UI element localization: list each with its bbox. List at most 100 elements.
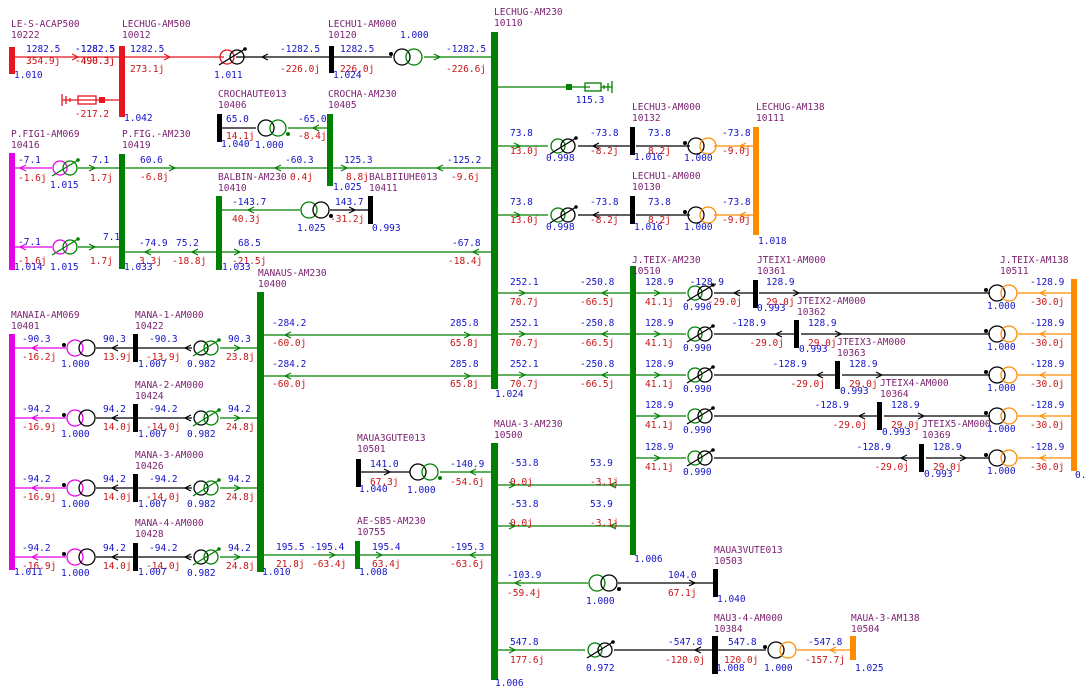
tap-arrow — [549, 137, 577, 155]
bus-number-jteix1: 10361 — [757, 266, 786, 277]
polarity-dot — [389, 52, 393, 56]
mvar-label: -1.6j — [18, 173, 47, 184]
mvar-label: -66.5j — [580, 379, 614, 390]
mw-label: -125.2 — [447, 155, 481, 166]
bus-voltage-maua34: 1.008 — [716, 663, 745, 674]
mw-label: 60.6 — [140, 155, 163, 166]
mvar-label: -3.1j — [590, 518, 619, 529]
bus-name-pfig230: P.FIG.-AM230 — [122, 129, 191, 140]
transformer-icon — [300, 201, 333, 219]
tap-label: 1.000 — [987, 424, 1016, 435]
tap-label: 1.000 — [61, 499, 90, 510]
bus-name-mana69: MANAIA-AM069 — [11, 310, 80, 321]
winding-2 — [312, 201, 330, 219]
mw-label: 128.9 — [933, 442, 962, 453]
mvar-label: 120.0j — [724, 655, 758, 666]
tap-label: 0.998 — [546, 153, 575, 164]
winding-2 — [779, 641, 797, 659]
flow-arrow — [600, 371, 609, 379]
bus-bar-mana4 — [133, 543, 138, 571]
flow-arrow — [513, 211, 522, 219]
winding-2 — [78, 479, 96, 497]
mw-label: -53.8 — [510, 499, 539, 510]
mw-label: 1282.5 — [130, 44, 164, 55]
winding-1 — [687, 285, 703, 301]
bus-number-maua138: 10504 — [851, 624, 880, 635]
mvar-label: -18.4j — [448, 256, 482, 267]
mvar-label: 14.0j — [103, 492, 132, 503]
bus-number-aesb5: 10755 — [357, 527, 386, 538]
mvar-label: 273.1j — [130, 64, 164, 75]
mw-label: -73.8 — [722, 197, 751, 208]
winding-2 — [597, 642, 613, 658]
flow-arrow — [653, 454, 662, 462]
mvar-label: -226.6j — [446, 64, 486, 75]
flow-arrow — [340, 164, 349, 172]
mw-label: 73.8 — [648, 197, 671, 208]
mvar-label: -14.0j — [146, 422, 180, 433]
bus-number-lech500: 10012 — [122, 30, 151, 41]
mvar-label: -217.2 — [75, 109, 109, 120]
winding-1 — [767, 641, 785, 659]
bus-name-mauagute: MAUA3GUTE013 — [357, 433, 426, 444]
winding-1 — [52, 239, 68, 255]
transformer-icon — [588, 574, 621, 592]
bus-name-balbin: BALBIN-AM230 — [218, 172, 287, 183]
bus-bar-jteix138 — [1071, 279, 1077, 471]
bus-voltage-lech230: 1.024 — [495, 389, 524, 400]
bus-bar-jteix2 — [794, 320, 799, 348]
tap-dot — [711, 406, 715, 410]
tap-arrow — [192, 479, 220, 497]
transformer-icon — [257, 119, 290, 137]
mvar-label: 29.0j — [849, 379, 878, 390]
polarity-dot — [683, 210, 687, 214]
tap-label: 1.011 — [214, 70, 243, 81]
bus-voltage-lech138: 1.018 — [758, 236, 787, 247]
bus-number-mana4: 10428 — [135, 529, 164, 540]
winding-1 — [988, 325, 1006, 343]
mw-label: 90.3 — [103, 334, 126, 345]
mw-label: 53.9 — [590, 499, 613, 510]
tap-dot — [711, 283, 715, 287]
bus-name-lescap: LE-S-ACAP500 — [11, 19, 80, 30]
mw-label: -128.9 — [857, 442, 892, 453]
bus-bar-mauagute — [356, 459, 361, 487]
winding-1 — [193, 340, 209, 356]
mw-label: -94.2 — [149, 474, 178, 485]
bus-number-balbin: 10410 — [218, 183, 247, 194]
bus-number-pfig69: 10416 — [11, 140, 40, 151]
flow-arrow — [600, 330, 609, 338]
tap-label: 1.015 — [50, 180, 79, 191]
mw-label: -284.2 — [272, 318, 306, 329]
variable-transformer-icon — [218, 47, 247, 66]
flow-arrow — [30, 484, 39, 492]
mvar-label: -31.2j — [330, 214, 364, 225]
flow-arrow — [283, 372, 292, 380]
flow-arrow — [693, 646, 702, 654]
flow-arrow — [875, 371, 884, 379]
tap-label: 0.972 — [586, 663, 615, 674]
mw-label: 128.9 — [645, 277, 674, 288]
mvar-label: 65.8j — [450, 338, 479, 349]
flow-arrow — [468, 468, 477, 476]
flow-arrow — [518, 371, 527, 379]
mw-label: 1282.5 — [340, 44, 374, 55]
winding-2 — [203, 410, 219, 426]
tap-dot — [217, 478, 221, 482]
bus-name-lechu3: LECHU3-AM000 — [632, 102, 701, 113]
mvar-label: -8.2j — [590, 215, 619, 226]
flow-arrow — [471, 248, 480, 256]
flow-arrow — [591, 211, 600, 219]
mvar-label: 23.8j — [226, 352, 255, 363]
mw-label: 195.5 — [276, 542, 305, 553]
winding-1 — [687, 450, 703, 466]
variable-transformer-icon — [686, 283, 715, 302]
bus-voltage-manaus: 1.010 — [262, 567, 291, 578]
mw-label: -90.3 — [22, 334, 51, 345]
bus-voltage-lescap: 1.010 — [14, 70, 43, 81]
mvar-label: 24.8j — [226, 561, 255, 572]
flow-arrow — [653, 289, 662, 297]
mvar-label: 29.0j — [891, 420, 920, 431]
flow-arrow — [435, 164, 444, 172]
bus-bar-crochute — [217, 114, 222, 142]
